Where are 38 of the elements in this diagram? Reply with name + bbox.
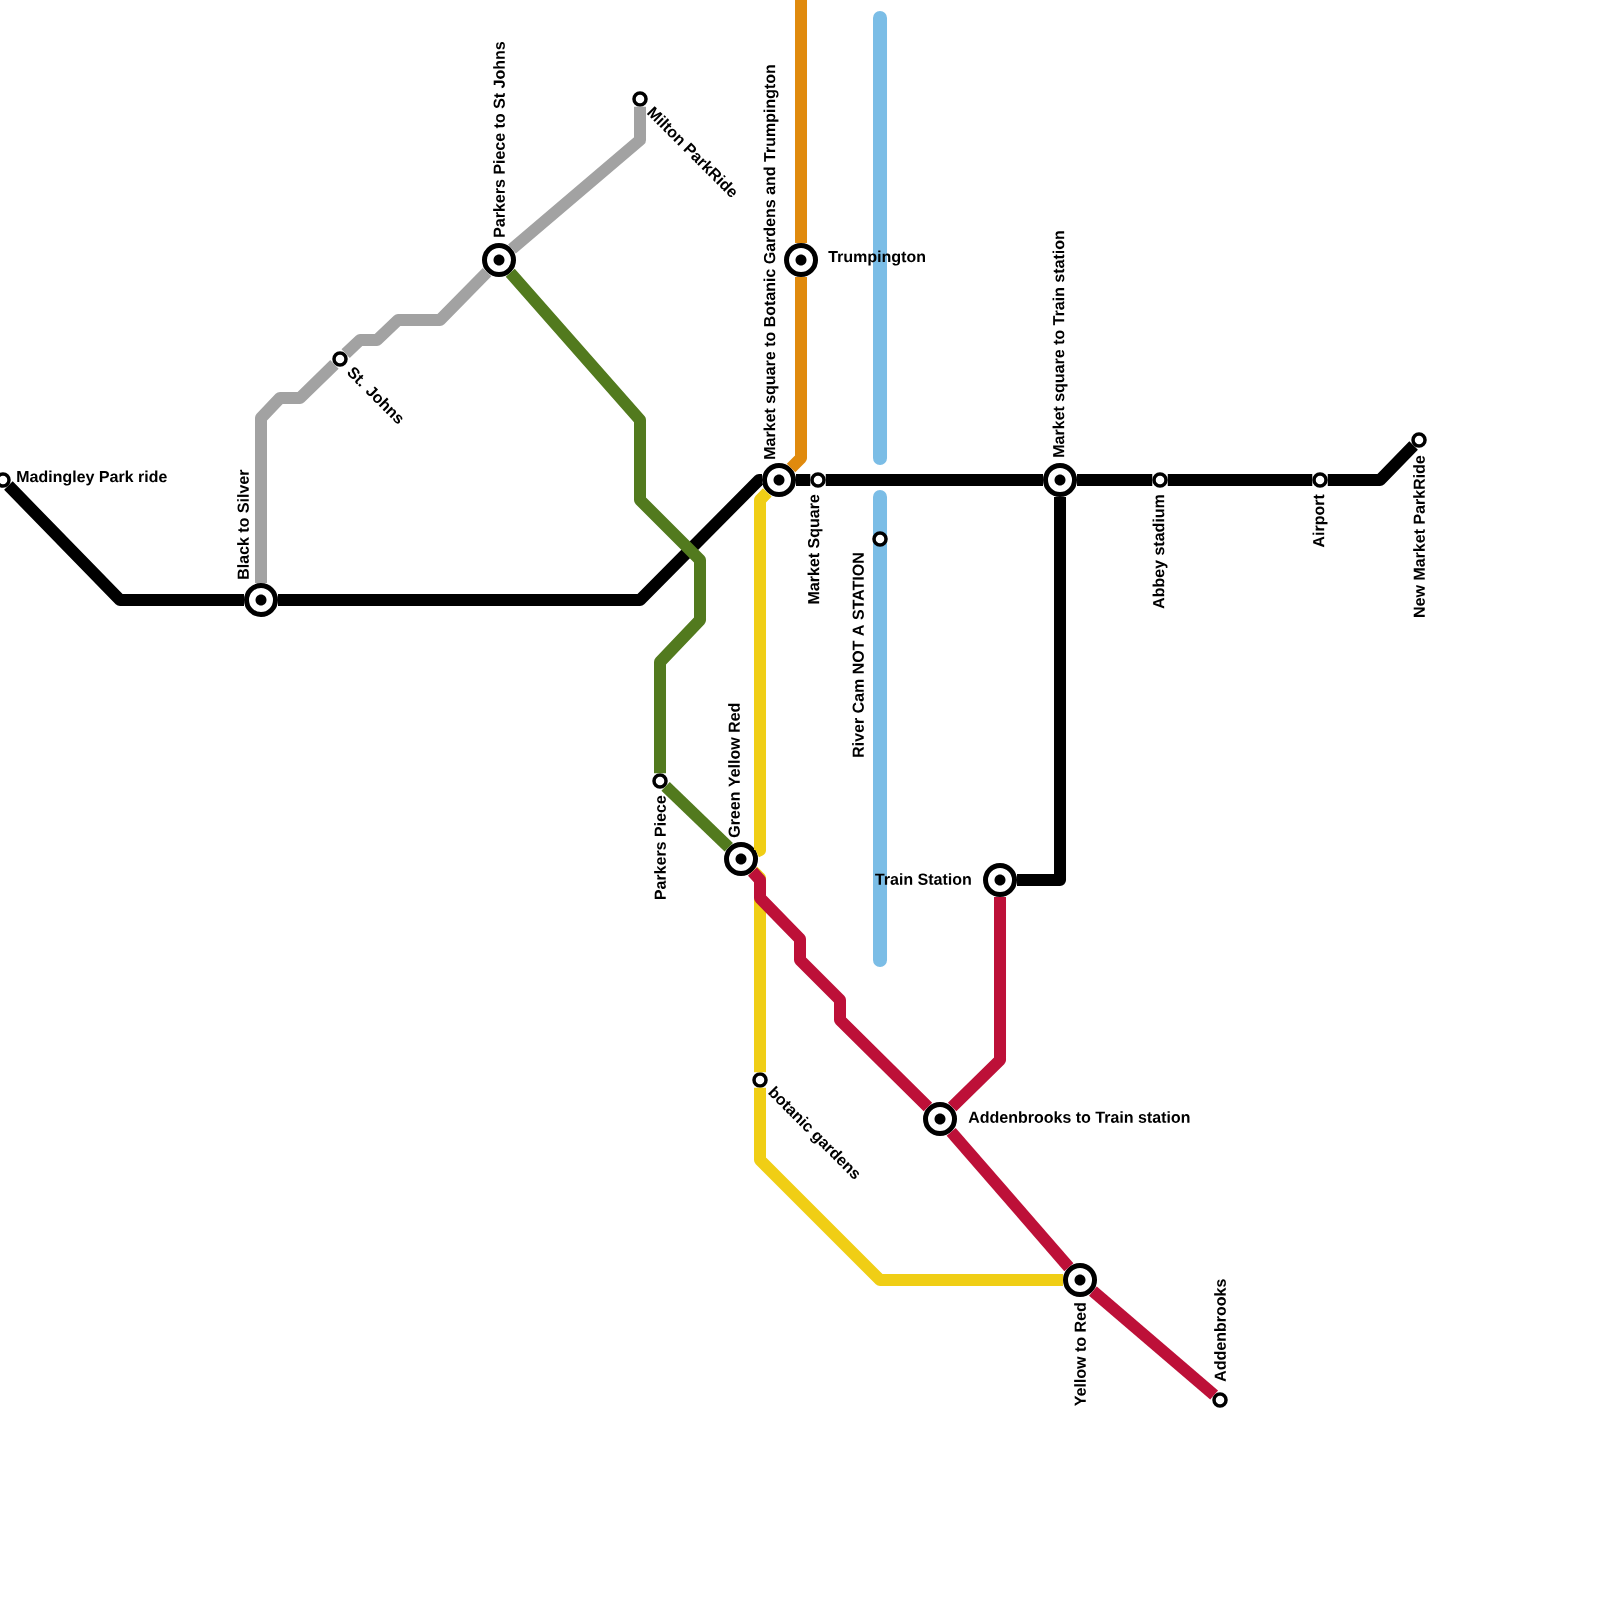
- route-line: [1167, 474, 1313, 486]
- station-label: Train Station: [875, 873, 971, 885]
- route-line: [341, 267, 492, 358]
- station-label: River Cam NOT A STATION: [852, 553, 864, 757]
- station-label: Airport: [1312, 494, 1328, 548]
- route-line: [255, 360, 339, 583]
- station-label: Madingley Park ride: [17, 470, 167, 486]
- station-label: Green Yellow Red: [728, 703, 740, 838]
- route-line: [754, 1087, 1063, 1286]
- route-line: [661, 782, 733, 852]
- station-label: Market square to Botanic Gardens and Trumpington: [763, 65, 779, 459]
- station-label: Black to Silver: [237, 469, 249, 579]
- route-line: [1327, 441, 1418, 486]
- route-line: [786, 277, 807, 473]
- station-label: Parkers Piece to St Johns: [493, 41, 505, 237]
- route-line: [1017, 497, 1066, 886]
- station-label: Trumpington: [828, 250, 925, 266]
- station-label: Addenbrooks to Train station: [968, 1111, 1190, 1123]
- route-line: [825, 474, 1043, 486]
- route-line: [747, 867, 933, 1112]
- route-line: [505, 268, 706, 774]
- route-line: [796, 474, 811, 486]
- route-line: [508, 106, 646, 254]
- station-label: Abbey stadium: [1152, 495, 1168, 609]
- route-line: [947, 897, 1006, 1112]
- station-label: Market Square: [807, 494, 823, 604]
- route-line: [753, 488, 772, 858]
- route-line: [4, 481, 244, 606]
- route-line: [1077, 474, 1153, 486]
- station-label: New Market ParkRide: [1413, 455, 1425, 617]
- station-label: Yellow to Red: [1074, 1303, 1086, 1406]
- route-line: [946, 1127, 1074, 1272]
- station-label: Parkers Piece: [654, 795, 666, 900]
- station-label: Market square to Train station: [1052, 231, 1068, 457]
- route-line: [795, 0, 807, 243]
- route-line: [278, 474, 765, 606]
- route-line: [1089, 1286, 1219, 1400]
- station-label: Addenbrooks: [1214, 1279, 1226, 1382]
